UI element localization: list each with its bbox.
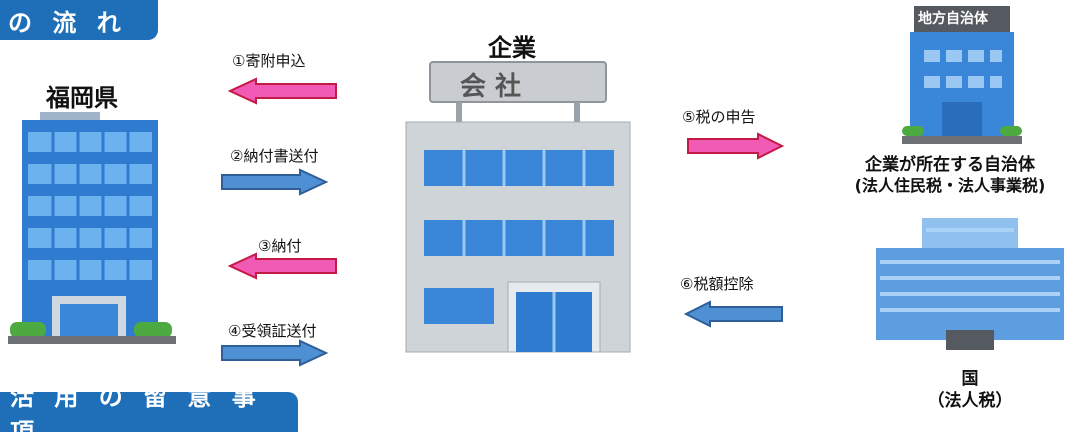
arrow-right-2	[221, 168, 329, 196]
fukuoka-building-icon	[8, 112, 176, 344]
arrow-left-3	[227, 252, 337, 280]
arrow-left-1	[227, 77, 337, 105]
local-government-building-icon	[902, 6, 1022, 144]
national-government-caption-line2: （法人税）	[927, 391, 1013, 411]
company-sign-text: 会 社	[460, 72, 522, 102]
flow-label-4: ④受領証送付	[228, 322, 317, 340]
local-government-caption-line1: 企業が所在する自治体	[865, 155, 1035, 175]
arrow-left-6	[683, 300, 783, 328]
flow-label-5: ⑤税の申告	[682, 108, 756, 126]
local-government-sign-text: 地方自治体	[918, 11, 988, 27]
company-label: 企業	[488, 34, 536, 62]
flow-section-banner-text: の 流 れ	[8, 8, 127, 37]
flow-label-2: ②納付書送付	[230, 147, 319, 165]
notes-section-banner-text: 活 用 の 留 意 事 項	[10, 383, 262, 446]
fukuoka-label: 福岡県	[46, 84, 118, 112]
notes-section-banner: 活 用 の 留 意 事 項	[0, 383, 298, 446]
flow-label-6: ⑥税額控除	[680, 275, 754, 293]
national-government-caption-line1: 国	[961, 369, 979, 389]
national-government-building-icon	[876, 218, 1064, 350]
local-government-caption-line2: (法人住民税・法人事業税)	[854, 176, 1046, 195]
flow-label-1: ①寄附申込	[232, 52, 306, 70]
arrow-right-5	[687, 132, 785, 160]
arrow-right-4	[221, 339, 329, 367]
flow-label-3: ③納付	[258, 237, 302, 255]
company-building-icon	[405, 61, 631, 353]
flow-section-banner: の 流 れ	[0, 0, 158, 40]
